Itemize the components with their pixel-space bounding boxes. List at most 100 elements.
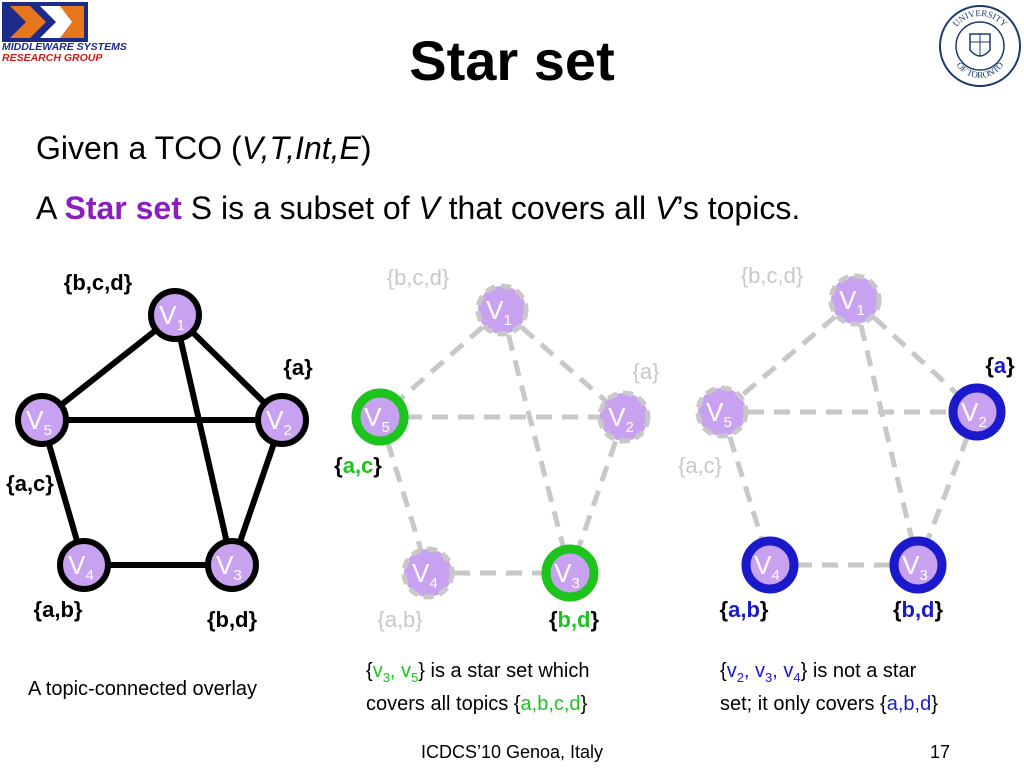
node-V3-topics: {b,d} xyxy=(893,597,944,622)
node-V5-circle xyxy=(695,385,749,439)
node-V2-circle xyxy=(948,383,1006,441)
graph-g1: V1{b,c,d}V2{a}V3{b,d}V4{a,b}V5{a,c} xyxy=(6,270,313,632)
edge-V1-V2 xyxy=(500,308,626,419)
def-v: V xyxy=(418,190,440,226)
brace: } xyxy=(580,693,588,715)
edge-V1-V5 xyxy=(40,312,177,423)
brace: } xyxy=(760,597,769,622)
node-V5-sub: 5 xyxy=(382,419,390,436)
node-V1-circle xyxy=(148,288,202,342)
v2-label: v2 xyxy=(726,660,744,685)
intro-suffix: ) xyxy=(360,130,372,166)
node-V4-label: V4 xyxy=(754,550,780,584)
graph-g2: V1{b,c,d}V2{a}V3{b,d}V4{a,b}V5{a,c} xyxy=(334,265,659,632)
intro-tuple: V,T,Int,E xyxy=(241,130,361,166)
v4-letter: v xyxy=(783,660,794,682)
brace: } xyxy=(591,607,600,632)
msrg-logo xyxy=(2,2,88,42)
v3-label: v3 xyxy=(755,660,773,685)
graph-diagrams: V1{b,c,d}V2{a}V3{b,d}V4{a,b}V5{a,c}V1{b,… xyxy=(6,263,1015,632)
node-V2-topics: {a} xyxy=(283,355,313,380)
node-V1-topics: {b,c,d} xyxy=(741,263,803,288)
node-V2-circle xyxy=(597,390,651,444)
node-V3-topics: {b,d} xyxy=(207,607,258,632)
node-V3-label: V3 xyxy=(902,550,928,584)
v4-label: v4 xyxy=(783,660,801,685)
topics: a,b,c,d xyxy=(520,693,581,715)
node-V4-sub: 4 xyxy=(86,567,94,584)
node-V1-sub: 1 xyxy=(504,312,512,329)
caption-line2: set; it only covers { xyxy=(720,693,887,715)
v2-letter: v xyxy=(726,660,737,682)
node-V5-topics: {a,c} xyxy=(6,471,54,496)
edge-V1-V3 xyxy=(172,314,235,566)
definition-line: A Star set S is a subset of V that cover… xyxy=(36,190,800,227)
intro-prefix: Given a TCO ( xyxy=(36,130,242,166)
node-V4-circle xyxy=(401,546,455,600)
node-V5-topics: {a,c} xyxy=(334,453,382,478)
def-end: that covers all xyxy=(439,190,655,226)
v3-sub: 3 xyxy=(382,670,390,685)
node-V1-sub: 1 xyxy=(857,302,865,319)
def-v2: V xyxy=(654,190,677,226)
topic-list: a,b xyxy=(728,597,760,622)
node-V4-sub: 4 xyxy=(430,575,438,592)
node-V4-topics: {a,b} xyxy=(720,597,769,622)
caption-not-star-set: {v2, v3, v4} is not a star set; it only … xyxy=(720,658,938,717)
node-V3-sub: 3 xyxy=(572,575,580,592)
caption-rest: is a star set which xyxy=(424,660,590,682)
university-seal: UNIVERSITY OF TORONTO xyxy=(939,5,1021,87)
node-V1-topics: {b,c,d} xyxy=(64,270,133,295)
topics: a,b,d xyxy=(886,693,932,715)
node-V3-circle xyxy=(889,536,947,594)
def-term: Star set xyxy=(64,190,182,226)
brace: { xyxy=(720,597,729,622)
page-number: 17 xyxy=(930,742,951,762)
v5-letter: v xyxy=(401,660,412,682)
edge-V1-V5 xyxy=(720,298,857,414)
node-V5-circle xyxy=(15,393,69,447)
caption-star-set-line2: covers all topics {a,b,c,d} xyxy=(366,691,589,717)
v5-sub: 5 xyxy=(411,670,419,685)
node-V3-circle xyxy=(541,544,599,602)
node-V1-topics: {b,c,d} xyxy=(387,265,449,290)
node-V2-sub: 2 xyxy=(626,419,634,436)
caption-star-set: {v3, v5} is a star set which covers all … xyxy=(366,658,589,717)
v3-letter: v xyxy=(755,660,766,682)
brace: } xyxy=(800,660,808,682)
topic-list: a xyxy=(994,353,1007,378)
comma: , xyxy=(772,660,784,682)
v4-sub: 4 xyxy=(793,670,801,685)
logo-line2: RESEARCH GROUP xyxy=(2,52,103,64)
logo-line1: MIDDLEWARE SYSTEMS xyxy=(2,41,127,53)
brace: } xyxy=(935,597,944,622)
topic-list: a,c xyxy=(343,453,374,478)
node-V1-circle xyxy=(475,283,529,337)
node-V2-circle xyxy=(255,393,309,447)
node-V2-sub: 2 xyxy=(979,414,987,431)
caption-star-set-line1: {v3, v5} is a star set which xyxy=(366,658,589,691)
def-tail: ’s topics. xyxy=(676,190,801,226)
node-V5-sub: 5 xyxy=(724,414,732,431)
caption-overlay: A topic-connected overlay xyxy=(28,678,258,700)
node-V4-topics: {a,b} xyxy=(34,597,83,622)
brace: { xyxy=(720,660,727,682)
def-mid: S is a subset of xyxy=(181,190,419,226)
node-V3-sub: 3 xyxy=(234,567,242,584)
v3-sub: 3 xyxy=(765,670,773,685)
node-V2-sub: 2 xyxy=(284,422,292,439)
node-V3-circle xyxy=(205,538,259,592)
brace: { xyxy=(334,453,343,478)
v5-label: v5 xyxy=(401,660,419,685)
v2-sub: 2 xyxy=(736,670,744,685)
topic-list: b,d xyxy=(902,597,935,622)
brace: { xyxy=(893,597,902,622)
node-V1-sub: 1 xyxy=(177,317,185,334)
caption-not-star-set-line2: set; it only covers {a,b,d} xyxy=(720,691,938,717)
brace: { xyxy=(366,660,373,682)
footer-venue: ICDCS’10 Genoa, Italy xyxy=(420,742,604,762)
caption-line2: covers all topics { xyxy=(366,693,521,715)
node-V3-sub: 3 xyxy=(920,567,928,584)
caption-rest: is not a star xyxy=(807,660,917,682)
brace: { xyxy=(549,607,558,632)
